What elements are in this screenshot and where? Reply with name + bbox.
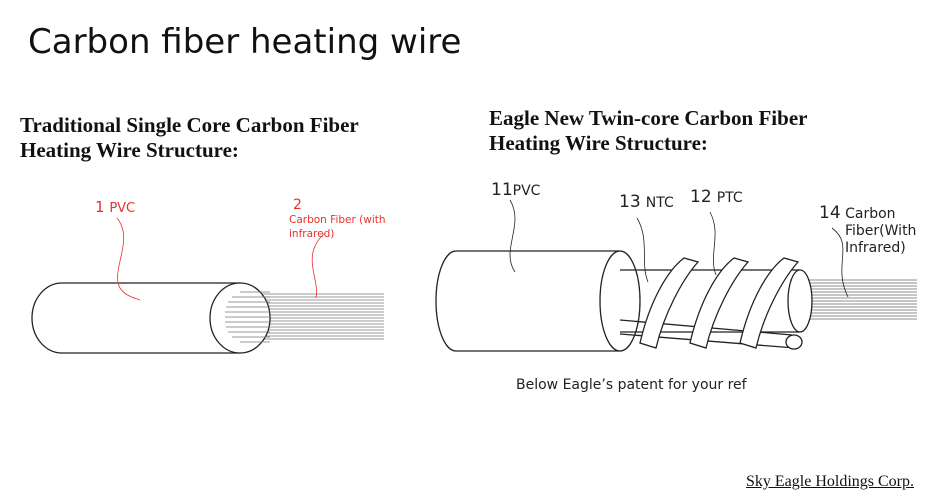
- traditional-pvc-sheath: [31, 282, 240, 354]
- traditional-fiber-leader-line: [311, 232, 326, 299]
- twin-ntc-leader-line: [636, 217, 649, 283]
- company-name: Sky Eagle Holdings Corp.: [746, 473, 914, 490]
- twin-ptc-leader-line: [709, 211, 717, 276]
- traditional-heading: Traditional Single Core Carbon Fiber Hea…: [20, 113, 359, 163]
- traditional-heading-line1: Traditional Single Core Carbon Fiber: [20, 113, 359, 137]
- twin-ptc-wire-end: [785, 334, 803, 350]
- twin-label-pvc-number: 11: [491, 180, 513, 200]
- twin-fiber-leader-line: [831, 227, 849, 298]
- page-title: Carbon fiber heating wire: [28, 22, 462, 62]
- traditional-label-pvc-text: PVC: [109, 201, 136, 216]
- traditional-label-pvc: 1 PVC: [95, 198, 135, 216]
- twin-inner-core-end: [787, 269, 813, 333]
- twin-heading-line1: Eagle New Twin-core Carbon Fiber: [489, 106, 808, 130]
- patent-caption: Below Eagle’s patent for your ref: [516, 377, 747, 393]
- traditional-label-fiber-number: 2: [293, 197, 302, 213]
- twin-pvc-leader-line: [509, 199, 516, 273]
- twin-pvc-sheath: [435, 250, 620, 352]
- traditional-pvc-leader-line: [116, 217, 141, 301]
- twin-label-ntc-text: NTC: [645, 195, 674, 211]
- twin-label-fiber-line3: Infrared): [845, 240, 906, 256]
- traditional-wire-diagram: [31, 217, 384, 354]
- twin-ntc-spiral: [639, 257, 800, 349]
- traditional-label-fiber: Carbon Fiber (with infrared): [289, 213, 386, 241]
- twin-label-pvc: 11PVC: [491, 180, 540, 200]
- twin-heading-line2: Heating Wire Structure:: [489, 131, 708, 155]
- traditional-heading-line2: Heating Wire Structure:: [20, 138, 239, 162]
- twin-label-ntc-number: 13: [619, 192, 641, 212]
- twin-label-ntc: 13 NTC: [619, 192, 674, 212]
- twin-label-pvc-text: PVC: [512, 183, 541, 199]
- twin-label-fiber-line1: Carbon: [845, 206, 896, 222]
- twin-wire-diagram: [435, 199, 917, 352]
- twin-label-ptc: 12 PTC: [690, 187, 743, 207]
- traditional-label-fiber-line1: Carbon Fiber (with: [289, 214, 386, 226]
- twin-label-fiber-number: 14: [819, 203, 841, 223]
- twin-label-ptc-number: 12: [690, 187, 712, 207]
- twin-sheath-end: [599, 250, 641, 352]
- twin-label-fiber: 14 Carbon Fiber(With Infrared): [819, 205, 916, 257]
- twin-label-fiber-line2: Fiber(With: [845, 223, 917, 239]
- twin-label-ptc-text: PTC: [716, 190, 743, 206]
- twin-heading: Eagle New Twin-core Carbon Fiber Heating…: [489, 106, 807, 156]
- traditional-label-fiber-line2: infrared): [289, 228, 335, 240]
- traditional-end-strands: [225, 291, 270, 343]
- traditional-sheath-end: [209, 282, 271, 354]
- traditional-label-pvc-number: 1: [95, 198, 105, 216]
